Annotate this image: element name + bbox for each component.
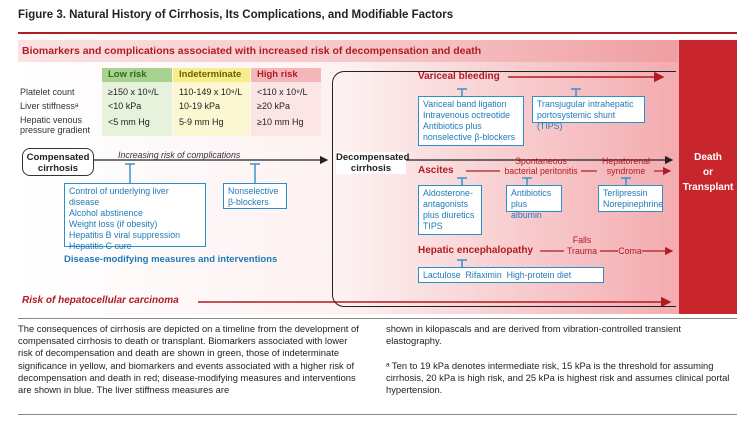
indeterminate-column [173, 82, 250, 136]
death-line3: Transplant [682, 182, 734, 193]
dm-item-1: Control of underlying liver disease [69, 186, 169, 207]
hrs-treatment-box: Terlipressin Norepinephrine [598, 185, 663, 212]
dm-item-4: Hepatitis B viral suppression [69, 230, 180, 240]
vb-item-4: nonselective β-blockers [423, 132, 516, 142]
high-risk-column [251, 82, 321, 136]
cell-platelet-low: ≥150 x 10⁹/L [108, 87, 159, 97]
connector-lines [94, 71, 674, 308]
cell-stiffness-high: ≥20 kPa [257, 101, 290, 111]
death-transplant-label: Death or Transplant [679, 150, 737, 195]
cell-hvpg-ind: 5-9 mm Hg [179, 117, 224, 127]
hrs-line2: syndrome [606, 166, 646, 176]
decompensation-frame [332, 71, 676, 307]
hrs-label: Hepatorenal syndrome [596, 156, 656, 176]
decompensated-line2: cirrhosis [350, 163, 392, 174]
hrs-tx-1: Terlipressin [603, 188, 648, 198]
asc-item-3: plus diuretics [423, 210, 475, 220]
row-label-hvpg-2: pressure gradient [20, 125, 91, 135]
row-label-platelet: Platelet count [20, 87, 75, 97]
top-band [18, 40, 678, 62]
variceal-bleeding-label: Variceal bleeding [418, 71, 500, 82]
vb-item-3: Antibiotics plus [423, 121, 482, 131]
decompensated-cirrhosis-node: Decompensated cirrhosis [336, 152, 410, 174]
asc-item-2: antagonists [423, 199, 468, 209]
indeterminate-header: Indeterminate [173, 68, 250, 82]
caption-footnote: ᵃ Ten to 19 kPa denotes intermediate ris… [386, 360, 730, 396]
row-label-stiffness: Liver stiffnessᵃ [20, 101, 79, 111]
asc-item-1: Aldosterone- [423, 188, 473, 198]
disease-modifying-box: Control of underlying liver disease Alco… [64, 183, 206, 251]
ascites-treatment-box: Aldosterone- antagonists plus diuretics … [418, 185, 482, 235]
figure-title: Figure 3. Natural History of Cirrhosis, … [18, 9, 454, 21]
timeline-label: Increasing risk of complications [118, 150, 241, 160]
sbp-tx-2: plus albumin [511, 199, 542, 220]
caption-rule [18, 318, 737, 319]
hepatic-encephalopathy-label: Hepatic encephalopathy [418, 245, 534, 256]
decompensated-line1: Decompensated [336, 152, 410, 163]
row-label-hvpg-1: Hepatic venous [20, 115, 83, 125]
caption-right: shown in kilopascals and are derived fro… [386, 323, 681, 347]
trauma-label: Trauma [567, 246, 597, 256]
cell-hvpg-low: <5 mm Hg [108, 117, 150, 127]
beta-blocker-box: Nonselective β-blockers [223, 183, 287, 209]
death-transplant-box [679, 40, 737, 314]
dm-item-2: Alcohol abstinence [69, 208, 143, 218]
sbp-tx-1: Antibiotics [511, 188, 552, 198]
caption-left: The consequences of cirrhosis are depict… [18, 323, 359, 396]
death-line1: Death [694, 152, 722, 163]
coma-label: Coma [618, 246, 642, 256]
cell-hvpg-high: ≥10 mm Hg [257, 117, 304, 127]
disease-modifying-label: Disease-modifying measures and intervent… [64, 254, 278, 265]
compensated-line1: Compensated [26, 152, 90, 163]
tips-line1: Transjugular intrahepatic [537, 99, 634, 109]
death-line2: or [703, 167, 713, 178]
caption-bottom-rule [18, 414, 737, 415]
low-risk-header: Low risk [102, 68, 172, 82]
ascites-label: Ascites [418, 165, 454, 176]
dm-item-3: Weight loss (if obesity) [69, 219, 158, 229]
vb-item-1: Variceal band ligation [423, 99, 507, 109]
asc-item-4: TIPS [423, 221, 443, 231]
tips-box: Transjugular intrahepatic portosystemic … [532, 96, 645, 131]
cell-platelet-high: <110 x 10⁹/L [257, 87, 308, 97]
compensated-cirrhosis-node: Compensated cirrhosis [22, 148, 94, 176]
beta-line1: Nonselective [228, 186, 279, 196]
compensated-line2: cirrhosis [37, 163, 79, 174]
low-risk-column [102, 82, 172, 136]
cell-stiffness-low: <10 kPa [108, 101, 142, 111]
falls-label: Falls [572, 235, 592, 245]
tips-line2: portosystemic shunt (TIPS) [537, 110, 616, 131]
title-rule [18, 32, 737, 34]
top-band-text: Biomarkers and complications associated … [22, 45, 482, 57]
variceal-treatment-box: Variceal band ligation Intravenous octre… [418, 96, 524, 146]
hcc-label: Risk of hepatocellular carcinoma [22, 295, 179, 306]
cell-platelet-ind: 110-149 x 10⁹/L [179, 87, 243, 97]
he-treatment-box: Lactulose Rifaximin High-protein diet [418, 267, 604, 283]
vb-item-2: Intravenous octreotide [423, 110, 511, 120]
hrs-tx-2: Norepinephrine [603, 199, 664, 209]
sbp-line2: bacterial peritonitis [504, 166, 578, 176]
sbp-treatment-box: Antibiotics plus albumin [506, 185, 562, 220]
dm-item-5: Hepatitis C cure [69, 241, 132, 251]
sbp-label: Spontaneous bacterial peritonitis [500, 156, 582, 176]
high-risk-header: High risk [251, 68, 321, 82]
cell-stiffness-ind: 10-19 kPa [179, 101, 221, 111]
beta-line2: β-blockers [228, 197, 269, 207]
cirrhosis-diagram: Biomarkers and complications associated … [18, 40, 737, 314]
sbp-line1: Spontaneous [515, 156, 567, 166]
hrs-line1: Hepatorenal [602, 156, 650, 166]
